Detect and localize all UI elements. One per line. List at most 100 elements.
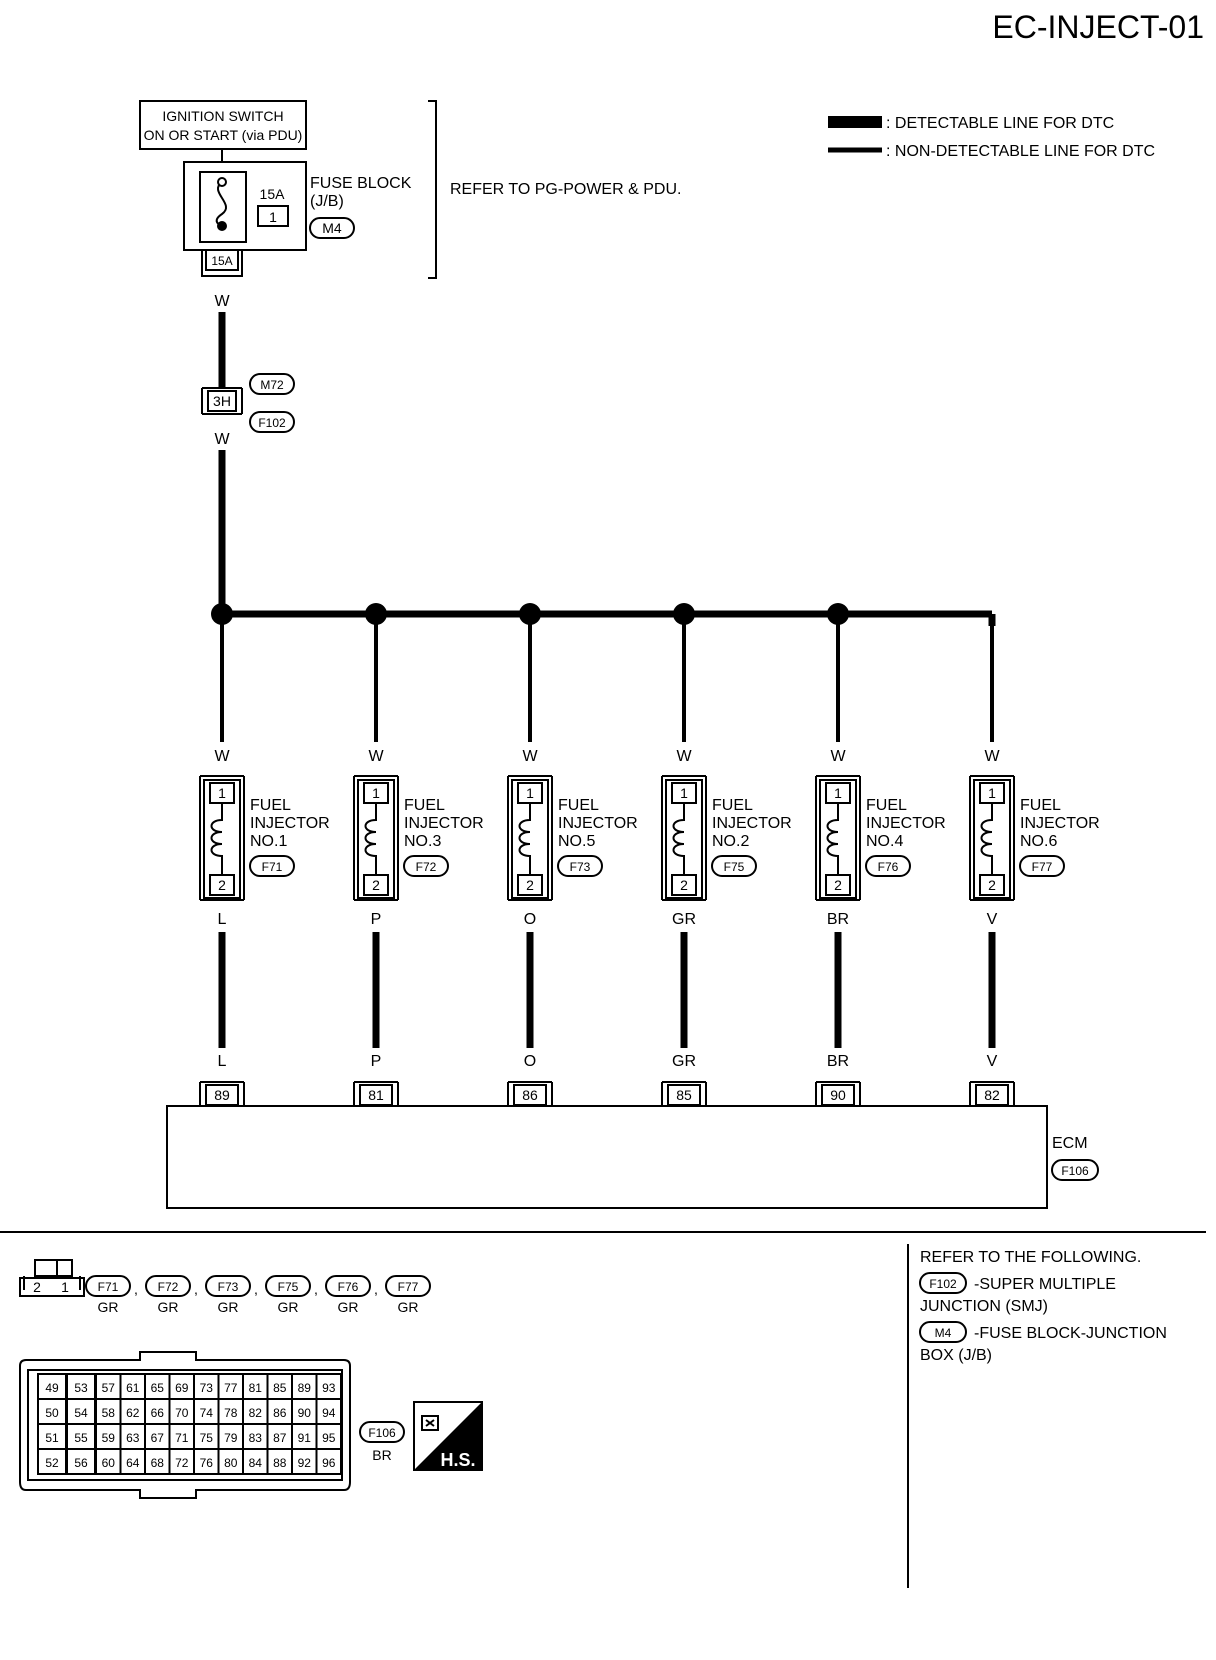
ignition-switch: IGNITION SWITCH ON OR START (via PDU) [139,100,307,150]
ecm-pin-cell [37,1398,67,1425]
key-connector-color: GR [98,1299,119,1315]
key-pin: 2 [33,1279,41,1295]
ecm-pin-number: 62 [126,1406,140,1420]
ecm-pin-number: 73 [200,1381,214,1395]
ignition-line-2: ON OR START (via PDU) [144,127,303,143]
ecm-pin-cell [217,1448,244,1475]
injector-name-1: FUEL [866,797,907,814]
fuse-terminal: 15A [211,254,232,268]
hs-label: H.S. [440,1450,475,1470]
wire-color-ecm: L [218,1053,227,1070]
injector-body [199,775,245,901]
pin-bottom: 2 [218,877,226,893]
ecm-pin-number: 85 [273,1381,287,1395]
ecm-pin-number: 84 [249,1456,263,1470]
ecm-pin-cell [119,1423,146,1450]
fuse-block-label-2: (J/B) [310,193,344,210]
coil-icon [518,803,531,875]
ecm-terminal-frame [969,1081,1015,1106]
ecm-pin-number: 78 [224,1406,238,1420]
ecm-connector-face [19,1351,351,1499]
ecm-terminal-frame [507,1081,553,1106]
key-connector-color: GR [338,1299,359,1315]
key-separator: , [134,1281,138,1297]
pin-bottom-box [671,874,697,896]
wire-color-out: GR [672,911,696,928]
ecm-pin-number: 89 [298,1381,312,1395]
ecm-pin-number: 95 [322,1431,336,1445]
injector-name-3: NO.2 [712,833,749,850]
injector-connector: F72 [416,860,437,874]
hs-badge: H.S. [413,1401,483,1471]
ecm-pin-number: 93 [322,1381,336,1395]
injector-name-2: INJECTOR [866,815,946,832]
ecm-pin-number: 70 [175,1406,189,1420]
ecm-pin-number: 51 [45,1431,59,1445]
connector-key [19,1259,85,1297]
legend-non-detectable-text: : NON-DETECTABLE LINE FOR DTC [886,143,1155,160]
key-connector-badge [325,1275,371,1297]
injector-connector: F75 [724,860,745,874]
ecm-pin-cell [119,1398,146,1425]
key-separator: , [254,1281,258,1297]
refer-item-1-connector: F102 [929,1277,957,1291]
fuse-number: 1 [269,209,277,225]
ecm-pin-cell [315,1373,342,1400]
injector-name-1: FUEL [558,797,599,814]
wire-color-main-top: W [214,293,230,310]
ecm-pin-number: 66 [151,1406,165,1420]
legend-detectable-text: : DETECTABLE LINE FOR DTC [886,115,1114,132]
pin-top: 1 [526,785,534,801]
injector-name-3: NO.5 [558,833,595,850]
ecm-pin-number: 58 [102,1406,116,1420]
injector-name-2: INJECTOR [1020,815,1100,832]
pin-bottom-box [825,874,851,896]
ecm-pin-number: 50 [45,1406,59,1420]
key-connector-color: GR [398,1299,419,1315]
ecm-pin: 82 [984,1087,1000,1103]
ecm-pin-number: 49 [45,1381,59,1395]
pin-bottom: 2 [526,877,534,893]
ecm-pin: 85 [676,1087,692,1103]
ecm-face-connector: F106 [368,1426,396,1440]
ecm-pin-number: 83 [249,1431,263,1445]
ecm-pin-number: 94 [322,1406,336,1420]
key-connector-color: GR [218,1299,239,1315]
ecm-pin-number: 55 [74,1431,88,1445]
ecm-pin-number: 80 [224,1456,238,1470]
ecm-pin-number: 69 [175,1381,189,1395]
injector-body [969,775,1015,901]
ecm-pin: 81 [368,1087,384,1103]
ecm-pin-cell [242,1373,269,1400]
key-connector: F72 [158,1280,179,1294]
injector-name-2: INJECTOR [558,815,638,832]
fuse-block-connector: M4 [322,220,342,236]
key-connector-badge [385,1275,431,1297]
pin-top: 1 [680,785,688,801]
key-connector: F73 [218,1280,239,1294]
injector-body [353,775,399,901]
key-pin: 1 [61,1279,69,1295]
junction-terminal: 3H [213,393,231,409]
injector-name-1: FUEL [404,797,445,814]
ecm-pin-number: 68 [151,1456,165,1470]
key-connector: F77 [398,1280,419,1294]
refer-heading: REFER TO THE FOLLOWING. [920,1249,1141,1266]
wire-color-out: O [524,911,536,928]
ecm-pin-cell [193,1373,220,1400]
ecm-pin-number: 72 [175,1456,189,1470]
injector-body [507,775,553,901]
key-connector-badge [205,1275,251,1297]
ecm-pin-number: 61 [126,1381,140,1395]
key-connector-badge [265,1275,311,1297]
key-separator: , [314,1281,318,1297]
ignition-line-1: IGNITION SWITCH [162,108,283,124]
ecm-pin-cell [291,1448,318,1475]
injector-name-2: INJECTOR [404,815,484,832]
junction-connector: 3H M72 F102 [201,373,295,433]
